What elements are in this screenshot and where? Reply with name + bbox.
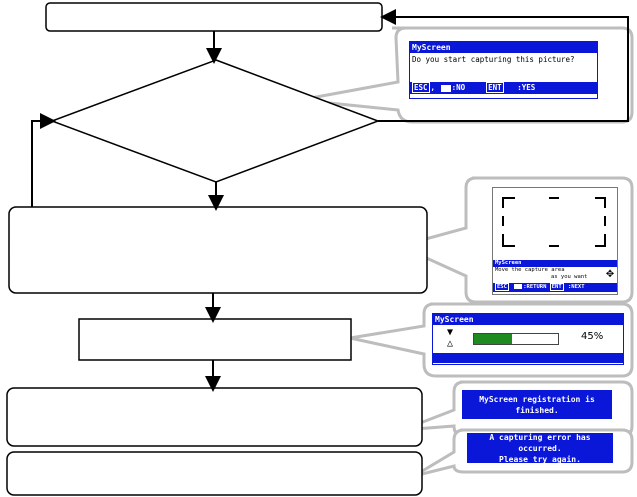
error-note-line2: Please try again. xyxy=(499,454,581,464)
progress-fill xyxy=(474,334,512,344)
camera-icon-area xyxy=(514,284,523,289)
ent-key-area[interactable]: ENT xyxy=(549,283,564,291)
ent-key[interactable]: ENT xyxy=(486,82,504,93)
capture-area-frame xyxy=(502,197,606,247)
yes-label: :YES xyxy=(517,83,536,92)
step-error-box xyxy=(6,451,423,496)
step-finished-box xyxy=(6,387,423,447)
loop-return-path xyxy=(31,113,56,207)
finished-note: MyScreen registration is finished. xyxy=(462,390,612,419)
next-label: :NEXT xyxy=(568,284,585,290)
error-note: A capturing error has occurred. Please t… xyxy=(467,432,613,464)
step-progress-box xyxy=(78,318,352,361)
area-dialog-title: MyScreen xyxy=(493,260,617,267)
confirm-dialog: MyScreen Do you start capturing this pic… xyxy=(409,41,598,99)
step-area-box xyxy=(8,206,428,294)
progress-percent: 45% xyxy=(581,331,604,342)
error-note-line1: A capturing error has occurred. xyxy=(489,432,591,453)
area-dialog: MyScreen Move the capture area as you wa… xyxy=(492,187,618,295)
area-dialog-keys: ESC :RETURN ENT :NEXT xyxy=(493,283,617,292)
flow-shapes xyxy=(6,2,428,496)
camera-icon xyxy=(440,84,451,92)
decision-diamond xyxy=(49,59,381,183)
esc-key-area[interactable]: ESC xyxy=(495,283,509,291)
confirm-dialog-keys: ESC, :NO ENT :YES xyxy=(410,82,597,94)
confirm-dialog-title: MyScreen xyxy=(410,42,597,53)
no-label: :NO xyxy=(451,83,466,92)
confirm-dialog-question: Do you start capturing this picture? xyxy=(412,55,575,64)
finished-note-text: MyScreen registration is finished. xyxy=(479,394,595,415)
move-arrows-icon: ✥ xyxy=(606,266,614,281)
step-start-box xyxy=(45,2,383,32)
return-label: :RETURN xyxy=(523,284,547,290)
flow-connectors xyxy=(31,9,629,392)
progress-track xyxy=(473,333,559,345)
progress-dialog: MyScreen ▼△ 45% xyxy=(432,313,624,365)
hourglass-icon: ▼△ xyxy=(447,327,454,349)
progress-dialog-title: MyScreen xyxy=(433,314,623,325)
area-dialog-line1: Move the capture area xyxy=(495,267,565,273)
area-dialog-line2: as you want xyxy=(551,274,588,280)
esc-key[interactable]: ESC xyxy=(412,82,430,93)
loop-no-path xyxy=(378,9,629,122)
progress-dialog-footer xyxy=(433,353,623,363)
